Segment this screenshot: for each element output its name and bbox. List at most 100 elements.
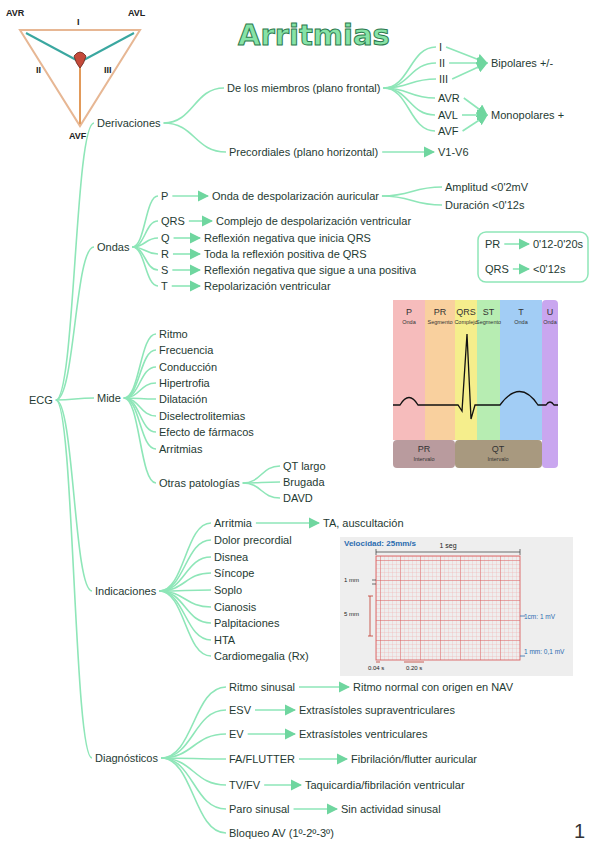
connector bbox=[159, 540, 211, 591]
diagram-label: Segmento bbox=[427, 319, 452, 325]
node-text: ESV bbox=[229, 704, 251, 716]
topic-node: Reflexión negativa que sigue a una posit… bbox=[203, 262, 417, 278]
node-text: Ritmo normal con origen en NAV bbox=[353, 681, 513, 693]
node-text: QRS bbox=[161, 215, 185, 227]
diagram-label: Onda bbox=[402, 319, 415, 325]
diagram-label: PR bbox=[418, 445, 431, 455]
topic-node: Ritmo normal con origen en NAV bbox=[352, 679, 514, 695]
connector bbox=[159, 591, 211, 623]
topic-node: Diselectrolitemias bbox=[158, 408, 246, 424]
connector bbox=[173, 253, 200, 255]
topic-node: Onda de despolarización auricular bbox=[211, 188, 380, 204]
topic-node: V1-V6 bbox=[437, 144, 470, 160]
connector bbox=[161, 710, 226, 758]
diagram-label: Intervalo bbox=[413, 456, 434, 462]
topic-node: AVL bbox=[437, 107, 459, 123]
node-text: Mide bbox=[97, 392, 121, 404]
node-text: Frecuencia bbox=[159, 344, 213, 356]
topic-node: Efecto de fármacos bbox=[158, 424, 255, 440]
diagram-label: AVF bbox=[69, 132, 86, 142]
connector bbox=[382, 151, 434, 153]
topic-node: Arritmias bbox=[158, 441, 203, 457]
connector bbox=[56, 398, 94, 400]
topic-node: Complejo de despolarización ventricular bbox=[215, 213, 412, 229]
node-text: Sin actividad sinusal bbox=[341, 803, 441, 815]
topic-node: Dolor precordial bbox=[213, 532, 293, 548]
diagram-label: ST bbox=[483, 308, 495, 318]
node-text: AVL bbox=[438, 109, 458, 121]
node-text: Dilatación bbox=[159, 393, 207, 405]
node-text: Arritmia bbox=[214, 517, 252, 529]
topic-node: Ondas bbox=[96, 239, 130, 255]
diagram-label: Onda bbox=[543, 319, 556, 325]
topic-node: Arritmia bbox=[213, 515, 253, 531]
topic-node: QRS bbox=[160, 213, 186, 229]
node-text: III bbox=[439, 73, 448, 85]
node-text: S bbox=[161, 264, 168, 276]
node-text: Conducción bbox=[159, 361, 217, 373]
connector bbox=[124, 398, 156, 432]
node-text: V1-V6 bbox=[438, 146, 469, 158]
note-box bbox=[478, 232, 588, 282]
topic-node: Síncope bbox=[213, 565, 255, 581]
node-text: Monopolares + bbox=[491, 109, 564, 121]
connector bbox=[464, 98, 487, 115]
topic-node: De los miembros (plano frontal) bbox=[226, 80, 381, 96]
node-text: Onda de despolarización auricular bbox=[212, 190, 379, 202]
connector bbox=[124, 367, 156, 398]
connector bbox=[132, 196, 158, 247]
topic-node: PR bbox=[484, 236, 501, 252]
diagram-label: I bbox=[77, 18, 80, 28]
diagram-label: 1cm: 1 mV bbox=[524, 613, 555, 620]
connector bbox=[383, 79, 436, 88]
node-text: TA, auscultación bbox=[323, 517, 404, 529]
topic-node: AVR bbox=[437, 90, 461, 106]
topic-node: Otras patologías bbox=[158, 475, 241, 491]
topic-node: Bipolares +/- bbox=[490, 55, 554, 71]
connector bbox=[449, 62, 487, 64]
topic-node: S bbox=[160, 262, 169, 278]
node-text: Extrasístoles supraventriculares bbox=[299, 704, 455, 716]
diagram-label: QRS bbox=[456, 308, 476, 318]
node-text: AVF bbox=[438, 125, 459, 137]
topic-node: DAVD bbox=[282, 490, 314, 506]
topic-node: Mide bbox=[96, 390, 122, 406]
connector bbox=[294, 808, 337, 810]
node-text: Otras patologías bbox=[159, 477, 240, 489]
topic-node: Toda la reflexión positiva de QRS bbox=[203, 246, 368, 262]
node-text: 0'12-0'20s bbox=[533, 238, 583, 250]
node-text: Brugada bbox=[283, 476, 325, 488]
connector bbox=[256, 522, 319, 524]
node-text: EV bbox=[229, 728, 244, 740]
node-text: II bbox=[439, 57, 445, 69]
topic-node: Conducción bbox=[158, 359, 218, 375]
topic-node: Fibrilación/flutter auricular bbox=[350, 751, 478, 767]
connector bbox=[56, 123, 94, 400]
topic-node: Extrasístoles supraventriculares bbox=[298, 702, 456, 718]
diagram-label: P bbox=[406, 308, 412, 318]
topic-node: FA/FLUTTER bbox=[228, 751, 296, 767]
connector bbox=[382, 196, 442, 205]
connector bbox=[159, 557, 211, 591]
diagram-label: 1 mm: 0,1 mV bbox=[524, 648, 564, 655]
connector bbox=[243, 483, 280, 498]
node-text: ECG bbox=[29, 394, 53, 406]
node-text: Extrasístoles ventriculares bbox=[299, 728, 427, 740]
node-text: HTA bbox=[214, 634, 235, 646]
node-text: De los miembros (plano frontal) bbox=[227, 82, 380, 94]
diagram-label: Segmento bbox=[476, 319, 501, 325]
topic-node: Cardiomegalia (Rx) bbox=[213, 648, 310, 664]
connector bbox=[124, 398, 156, 483]
connector bbox=[299, 758, 347, 760]
topic-node: TA, auscultación bbox=[322, 515, 405, 531]
topic-node: TV/FV bbox=[228, 777, 261, 793]
connector bbox=[172, 195, 208, 197]
topic-node: Soplo bbox=[213, 582, 243, 598]
connector bbox=[463, 115, 487, 131]
connector bbox=[462, 114, 487, 116]
connector bbox=[513, 268, 529, 270]
topic-node: Taquicardia/fibrilación ventricular bbox=[304, 777, 466, 793]
topic-node: Frecuencia bbox=[158, 342, 214, 358]
